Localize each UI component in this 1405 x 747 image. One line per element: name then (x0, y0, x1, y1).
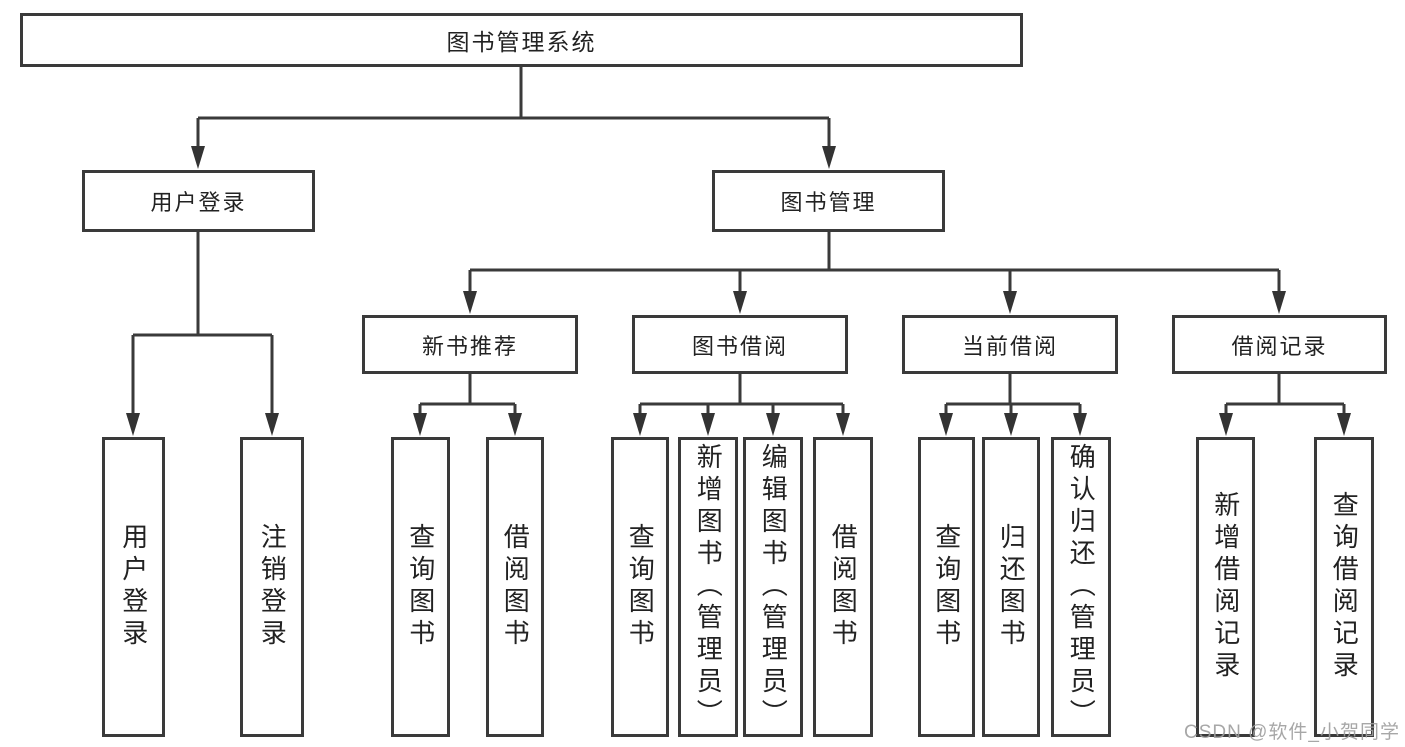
node-library-system: 图书管理系统 (20, 13, 1023, 67)
csdn-watermark: CSDN @软件_小贺同学 (1184, 722, 1400, 743)
leaf-logout: 注销登录 (240, 437, 304, 737)
node-current-borrow: 当前借阅 (902, 315, 1118, 374)
leaf-label: 查询图书 (931, 523, 962, 651)
leaf-label: 借阅图书 (828, 523, 859, 651)
node-book-borrow: 图书借阅 (632, 315, 848, 374)
node-user-login: 用户登录 (82, 170, 315, 232)
node-label: 借阅记录 (1231, 333, 1328, 359)
leaf-label: 归还图书 (996, 523, 1027, 651)
leaf-label: 用户登录 (118, 523, 149, 651)
leaf-label: 查询图书 (405, 523, 436, 651)
node-label: 图书借阅 (691, 333, 788, 359)
node-label: 图书管理 (780, 190, 877, 215)
node-label: 用户登录 (150, 190, 247, 215)
leaf-user-login: 用户登录 (102, 437, 165, 737)
leaf-label: 编辑图书（管理员） (758, 443, 789, 731)
node-label: 新书推荐 (421, 333, 518, 359)
leaf-label: 确认归还（管理员） (1066, 443, 1097, 731)
leaf-query-books-recommend: 查询图书 (391, 437, 450, 737)
leaf-borrow-books-borrow: 借阅图书 (813, 437, 873, 737)
leaf-label: 借阅图书 (500, 523, 531, 651)
leaf-label: 新增借阅记录 (1210, 491, 1241, 683)
node-book-management: 图书管理 (712, 170, 945, 232)
node-borrow-records: 借阅记录 (1172, 315, 1387, 374)
node-label: 图书管理系统 (446, 29, 597, 55)
leaf-label: 查询图书 (625, 523, 656, 651)
leaf-query-borrow-record: 查询借阅记录 (1314, 437, 1374, 737)
leaf-add-borrow-record: 新增借阅记录 (1196, 437, 1255, 737)
leaf-return-book: 归还图书 (982, 437, 1040, 737)
node-label: 当前借阅 (961, 333, 1058, 359)
leaf-add-book-admin: 新增图书（管理员） (678, 437, 738, 737)
leaf-label: 注销登录 (257, 523, 288, 651)
leaf-confirm-return-admin: 确认归还（管理员） (1051, 437, 1111, 737)
leaf-query-books-current: 查询图书 (918, 437, 975, 737)
leaf-label: 新增图书（管理员） (693, 443, 724, 731)
leaf-query-books-borrow: 查询图书 (611, 437, 669, 737)
leaf-label: 查询借阅记录 (1329, 491, 1360, 683)
leaf-borrow-books-recommend: 借阅图书 (486, 437, 544, 737)
node-new-book-recommend: 新书推荐 (362, 315, 578, 374)
leaf-edit-book-admin: 编辑图书（管理员） (743, 437, 803, 737)
